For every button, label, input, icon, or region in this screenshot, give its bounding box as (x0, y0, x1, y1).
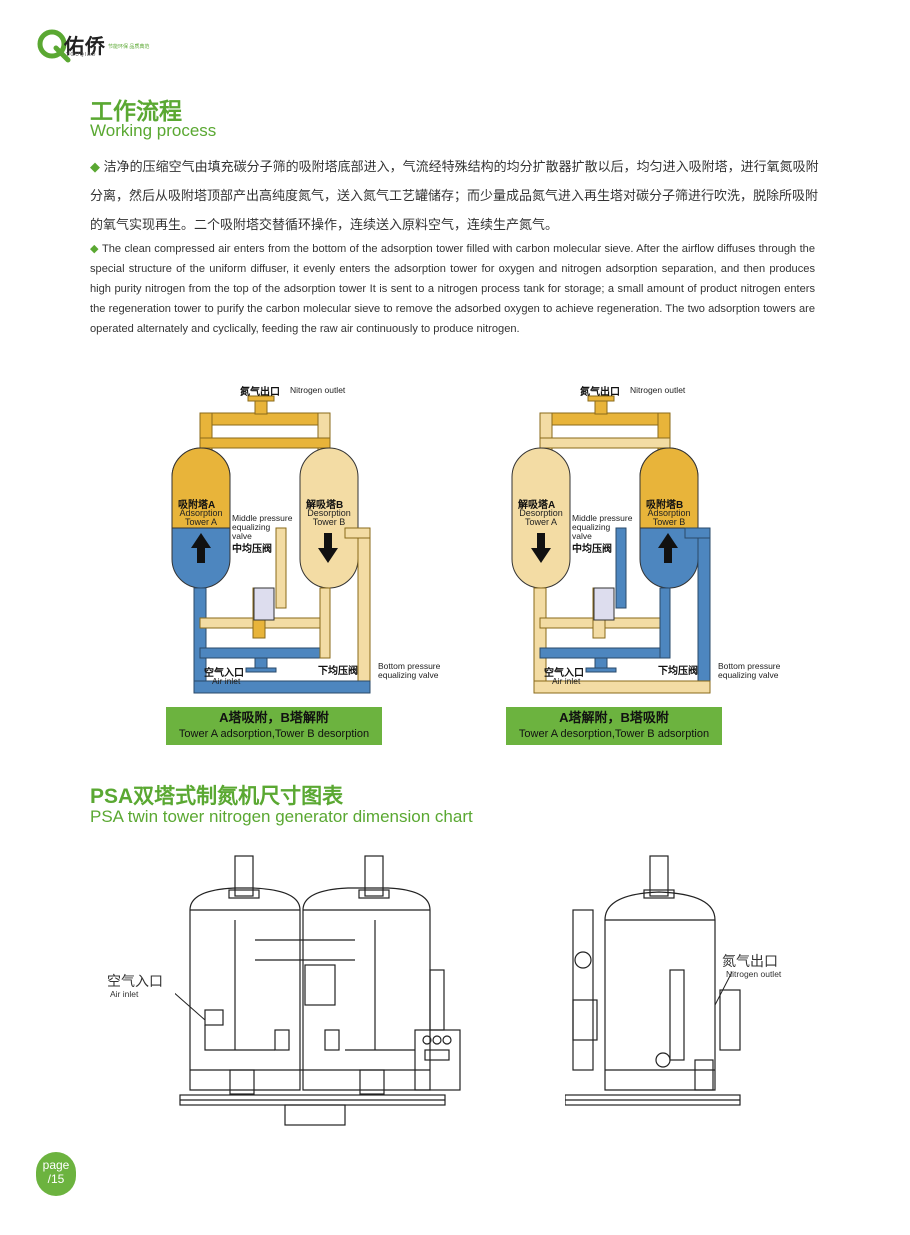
mid-valve-label-cn: 中均压阀 (572, 544, 612, 555)
air-inlet-label-en: Air inlet (552, 676, 581, 686)
tower-a-label-cn: 解吸塔A (518, 500, 556, 511)
mid-valve-label-cn: 中均压阀 (232, 544, 272, 555)
paragraph-en-text: The clean compressed air enters from the… (90, 243, 816, 335)
caption-right-en: Tower A desorption,Tower B adsorption (518, 728, 710, 740)
caption-left-cn: A塔吸附，B塔解附 (219, 710, 329, 725)
paragraph-en: ◆ The clean compressed air enters from t… (90, 239, 815, 339)
section2-title-cn: PSA双塔式制氮机尺寸图表 (90, 785, 344, 808)
air-inlet-label-en: Air inlet (212, 676, 241, 686)
section2-title-en: PSA twin tower nitrogen generator dimens… (90, 807, 473, 826)
caption-left-en: Tower A adsorption,Tower B desorption (178, 728, 370, 740)
front-air-inlet-label-en: Air inlet (110, 989, 139, 999)
tower-b-label-cn: 解吸塔B (306, 500, 344, 511)
side-view-drawing (565, 855, 741, 1106)
outlet-label-en: Nitrogen outlet (630, 385, 686, 395)
outlet-label-cn: 氮气出口 (240, 387, 280, 398)
front-view-drawing (175, 855, 461, 1126)
outlet-label-cn: 氮气出口 (580, 387, 620, 398)
section-title-cn: 工作流程 (90, 98, 182, 124)
paragraph-cn: ◆ 洁净的压缩空气由填充碳分子筛的吸附塔底部进入，气流经特殊结构的均分扩散器扩散… (90, 152, 830, 239)
tower-a-label-cn: 吸附塔A (178, 500, 216, 511)
paragraph-cn-text: 洁净的压缩空气由填充碳分子筛的吸附塔底部进入，气流经特殊结构的均分扩散器扩散以后… (90, 159, 819, 232)
logo-q-icon (37, 29, 71, 63)
bottom-valve-label-cn: 下均压阀 (318, 666, 358, 677)
side-outlet-label-en: Nitrogen outlet (726, 969, 782, 979)
caption-right: A塔解附，B塔吸附 Tower A desorption,Tower B ads… (506, 707, 722, 745)
page-number: /15 (47, 1172, 65, 1186)
bottom-valve-label-cn: 下均压阀 (658, 666, 698, 677)
tower-b-label-cn: 吸附塔B (646, 500, 684, 511)
bullet-diamond-icon: ◆ (90, 159, 104, 174)
caption-left: A塔吸附，B塔解附 Tower A adsorption,Tower B des… (166, 707, 382, 745)
side-outlet-label-cn: 氮气出口 (722, 953, 778, 969)
air-inlet-label-cn: 空气入口 (204, 668, 244, 679)
air-inlet-label-cn: 空气入口 (544, 668, 584, 679)
page-number-badge: page /15 (36, 1152, 76, 1196)
outlet-label-en: Nitrogen outlet (290, 385, 346, 395)
caption-right-cn: A塔解附，B塔吸附 (559, 710, 669, 725)
pipe-schematic-right (511, 395, 711, 694)
section-title-en: Working process (90, 121, 217, 140)
front-air-inlet-label-cn: 空气入口 (107, 973, 163, 989)
page-word: page (42, 1158, 70, 1172)
bullet-diamond-icon: ◆ (90, 243, 102, 255)
logo-text: 佑侨 (64, 36, 106, 58)
logo-subtext: YOUQIAO (66, 52, 97, 58)
logo-tagline: 节能环保 品质典范 (108, 44, 150, 50)
pipe-schematic-left (171, 395, 371, 694)
